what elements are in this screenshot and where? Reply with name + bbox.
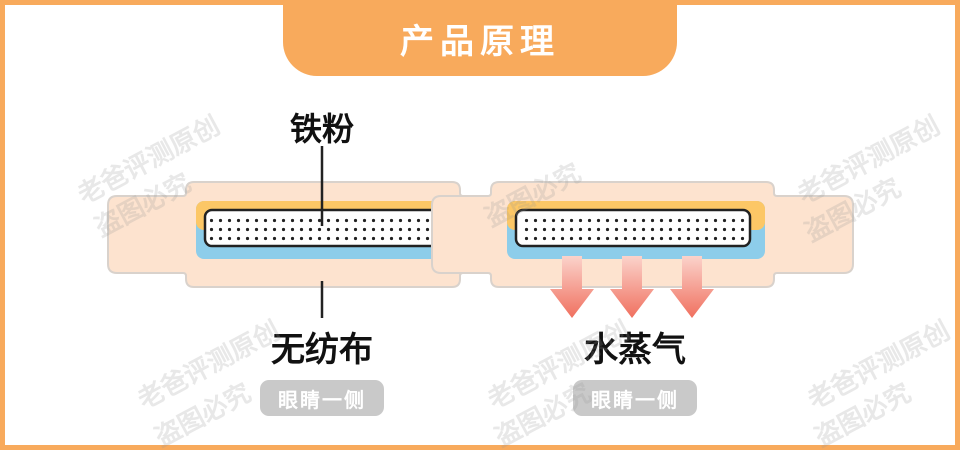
page-title: 产品原理 bbox=[400, 21, 560, 62]
iron-powder-dots-right bbox=[520, 214, 746, 242]
steam-arrow bbox=[670, 256, 714, 318]
title-tab: 产品原理 bbox=[283, 0, 677, 76]
eye-side-badge-right: 眼睛一侧 bbox=[573, 380, 697, 416]
eye-pad-right bbox=[431, 181, 854, 288]
non-woven-label: 无纺布 bbox=[271, 330, 373, 370]
eye-side-badge-left: 眼睛一侧 bbox=[260, 380, 384, 416]
steam-arrow bbox=[610, 256, 654, 318]
water-vapor-label: 水蒸气 bbox=[584, 330, 686, 370]
iron-powder-label: 铁粉 bbox=[289, 110, 355, 148]
steam-arrow bbox=[550, 256, 594, 318]
